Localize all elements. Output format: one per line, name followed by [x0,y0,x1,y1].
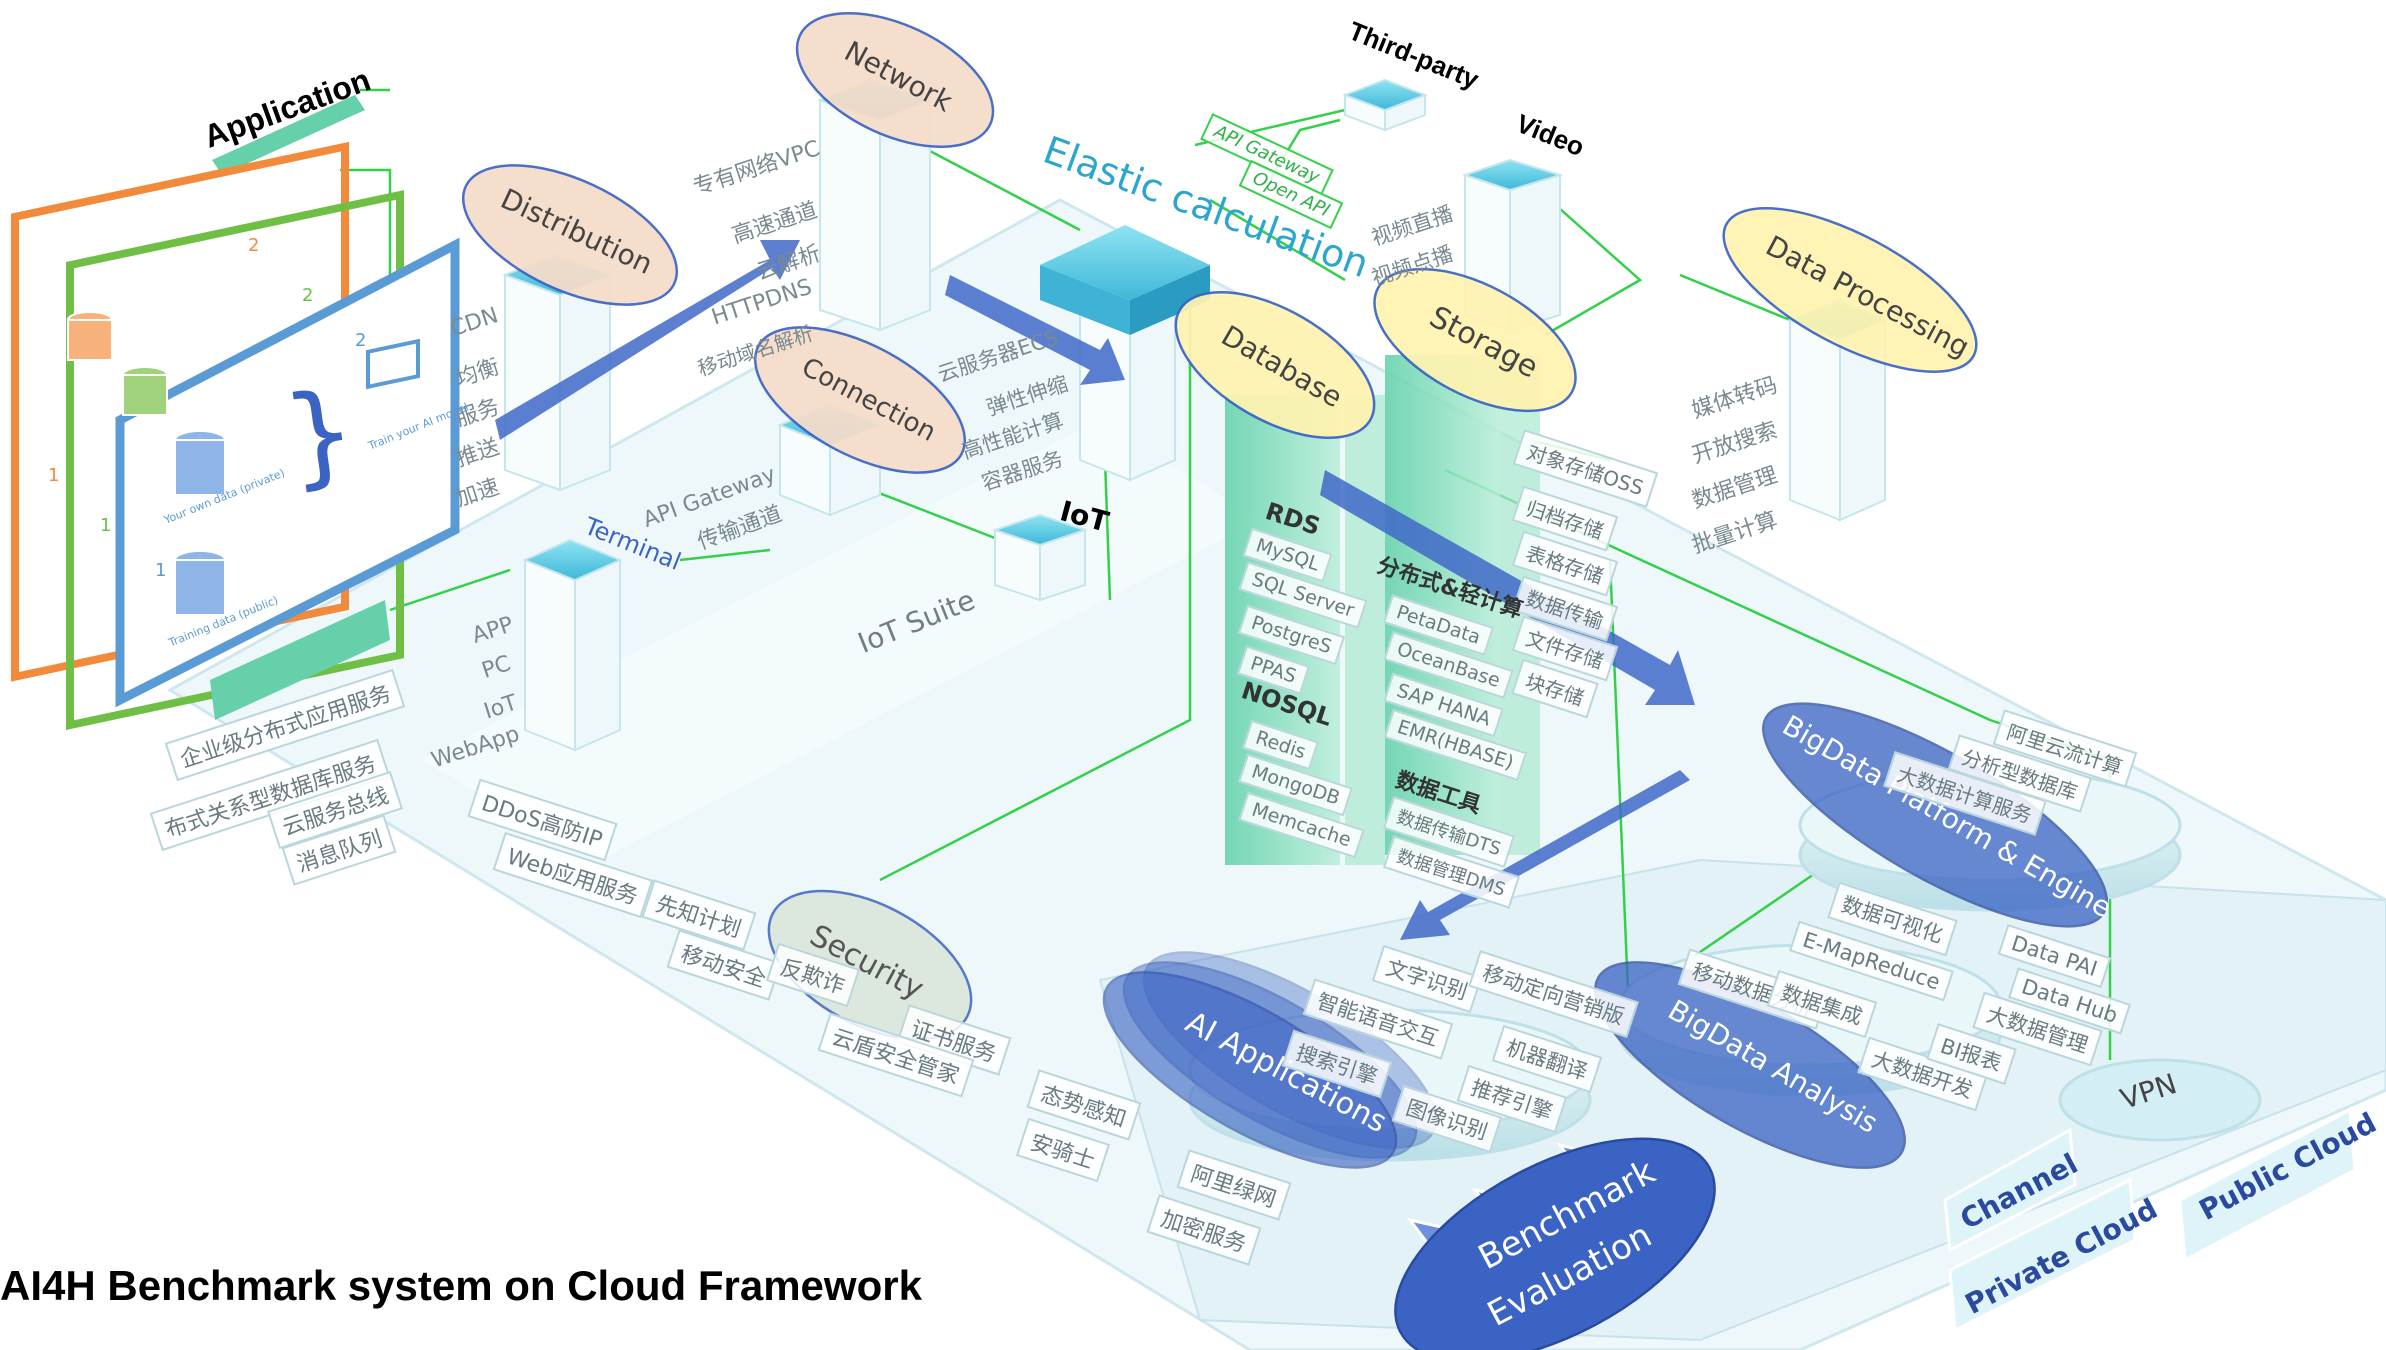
elastic-cube [1040,225,1210,335]
ellipse-distribution [461,164,679,306]
cloud-boxes [1943,1107,2357,1333]
ellipse-connection [753,326,967,474]
server-column-third-party [1342,78,1428,132]
ellipse-network [795,12,995,148]
application-stack [11,95,460,730]
vpn-disk [2058,1058,2262,1142]
ellipse-data-processing [1722,207,1978,373]
server-column-elastic [1079,298,1176,482]
panel-green-number: 2 [302,285,314,306]
panel-orange-number: 2 [248,235,260,256]
panel-orange-one: 1 [48,465,60,486]
page-title: AI4H Benchmark system on Cloud Framework [0,1262,922,1309]
server-column-network [817,78,933,332]
ellipse-database [1174,290,1376,440]
server-column-iot [991,513,1089,602]
panel-blue-one: 1 [155,560,167,581]
ellipse-storage [1373,267,1577,413]
panel-blue-number: 2 [355,330,367,351]
panel-green-one: 1 [100,515,112,536]
server-column-terminal [522,538,623,752]
ellipse-benchmark-evaluation [1394,1137,1716,1350]
